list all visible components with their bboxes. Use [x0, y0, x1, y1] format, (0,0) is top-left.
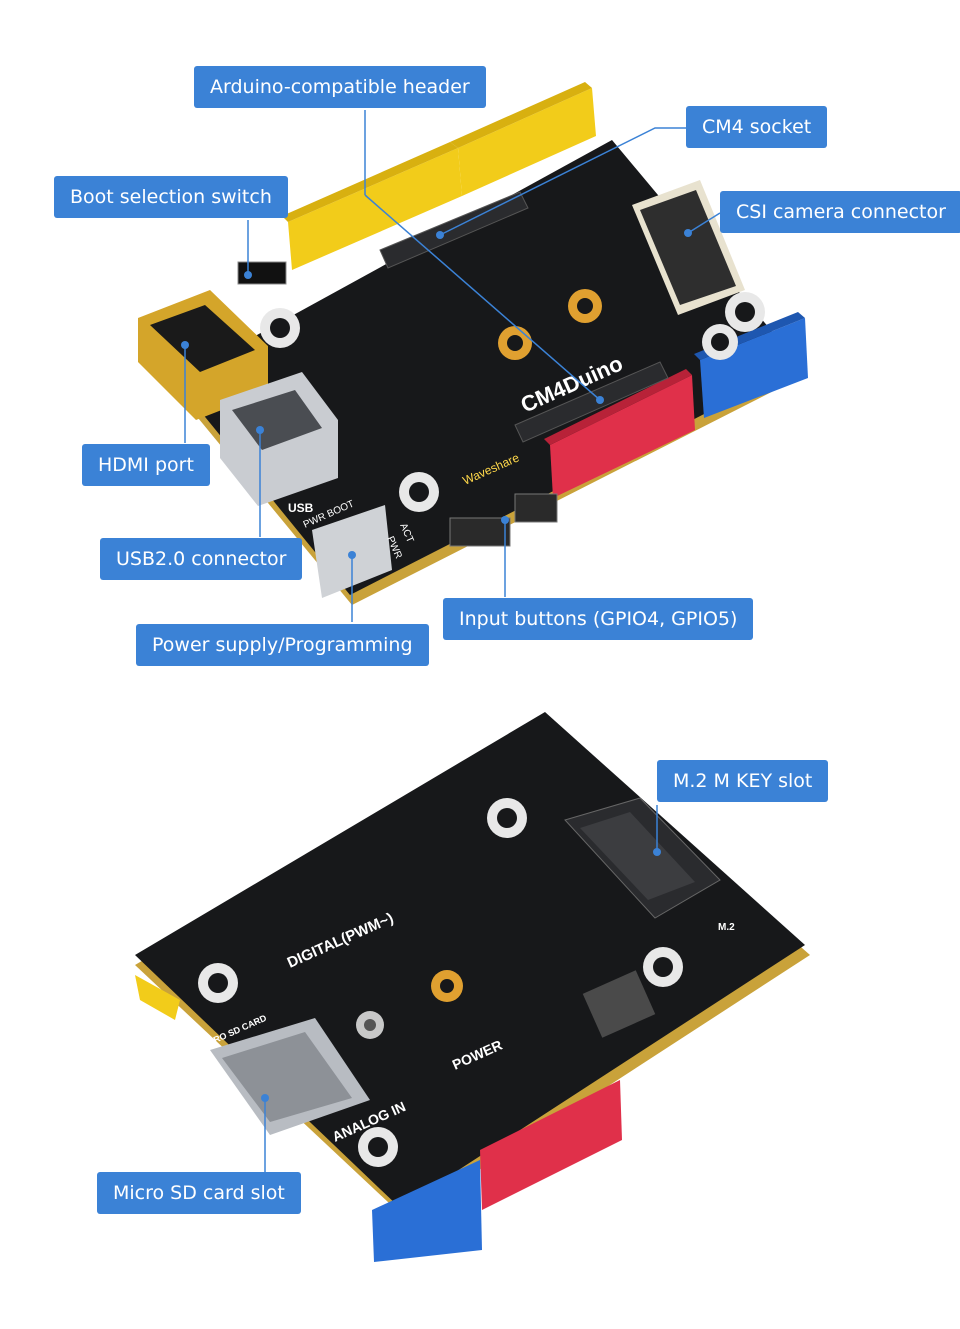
bottom-red-header: [480, 1080, 622, 1210]
callout-arduino-header: Arduino-compatible header: [194, 66, 486, 108]
silk-usb: USB: [288, 501, 314, 515]
callout-input-buttons: Input buttons (GPIO4, GPIO5): [443, 598, 754, 640]
bottom-board: DIGITAL(PWM~) MICRO SD CARD ANALOG IN PO…: [135, 712, 810, 1262]
blue-header: [700, 318, 808, 418]
arduino-header-left: [288, 148, 462, 270]
callout-usb-connector: USB2.0 connector: [100, 538, 303, 580]
callout-microsd-slot: Micro SD card slot: [97, 1172, 301, 1214]
callout-power-supply: Power supply/Programming: [136, 624, 429, 666]
top-pcb: [175, 140, 800, 595]
red-header: [550, 375, 695, 498]
callout-boot-switch: Boot selection switch: [54, 176, 288, 218]
cm4-connector-2: [514, 361, 669, 443]
arduino-header-right: [458, 88, 596, 196]
callout-hdmi-port: HDMI port: [82, 444, 210, 486]
callout-m2-slot: M.2 M KEY slot: [657, 760, 829, 802]
callout-cm4-socket: CM4 socket: [686, 106, 828, 148]
bottom-yellow-header: [135, 975, 180, 1020]
cm4-connector-1: [379, 191, 529, 269]
bottom-blue-header: [372, 1160, 482, 1262]
top-board: CM4Duino Waveshare USB PWR BOOT ACT PWR: [138, 82, 808, 622]
callout-csi-connector: CSI camera connector: [720, 191, 960, 233]
boot-switch-body: [237, 261, 287, 285]
silk-m2: M.2: [718, 922, 735, 933]
